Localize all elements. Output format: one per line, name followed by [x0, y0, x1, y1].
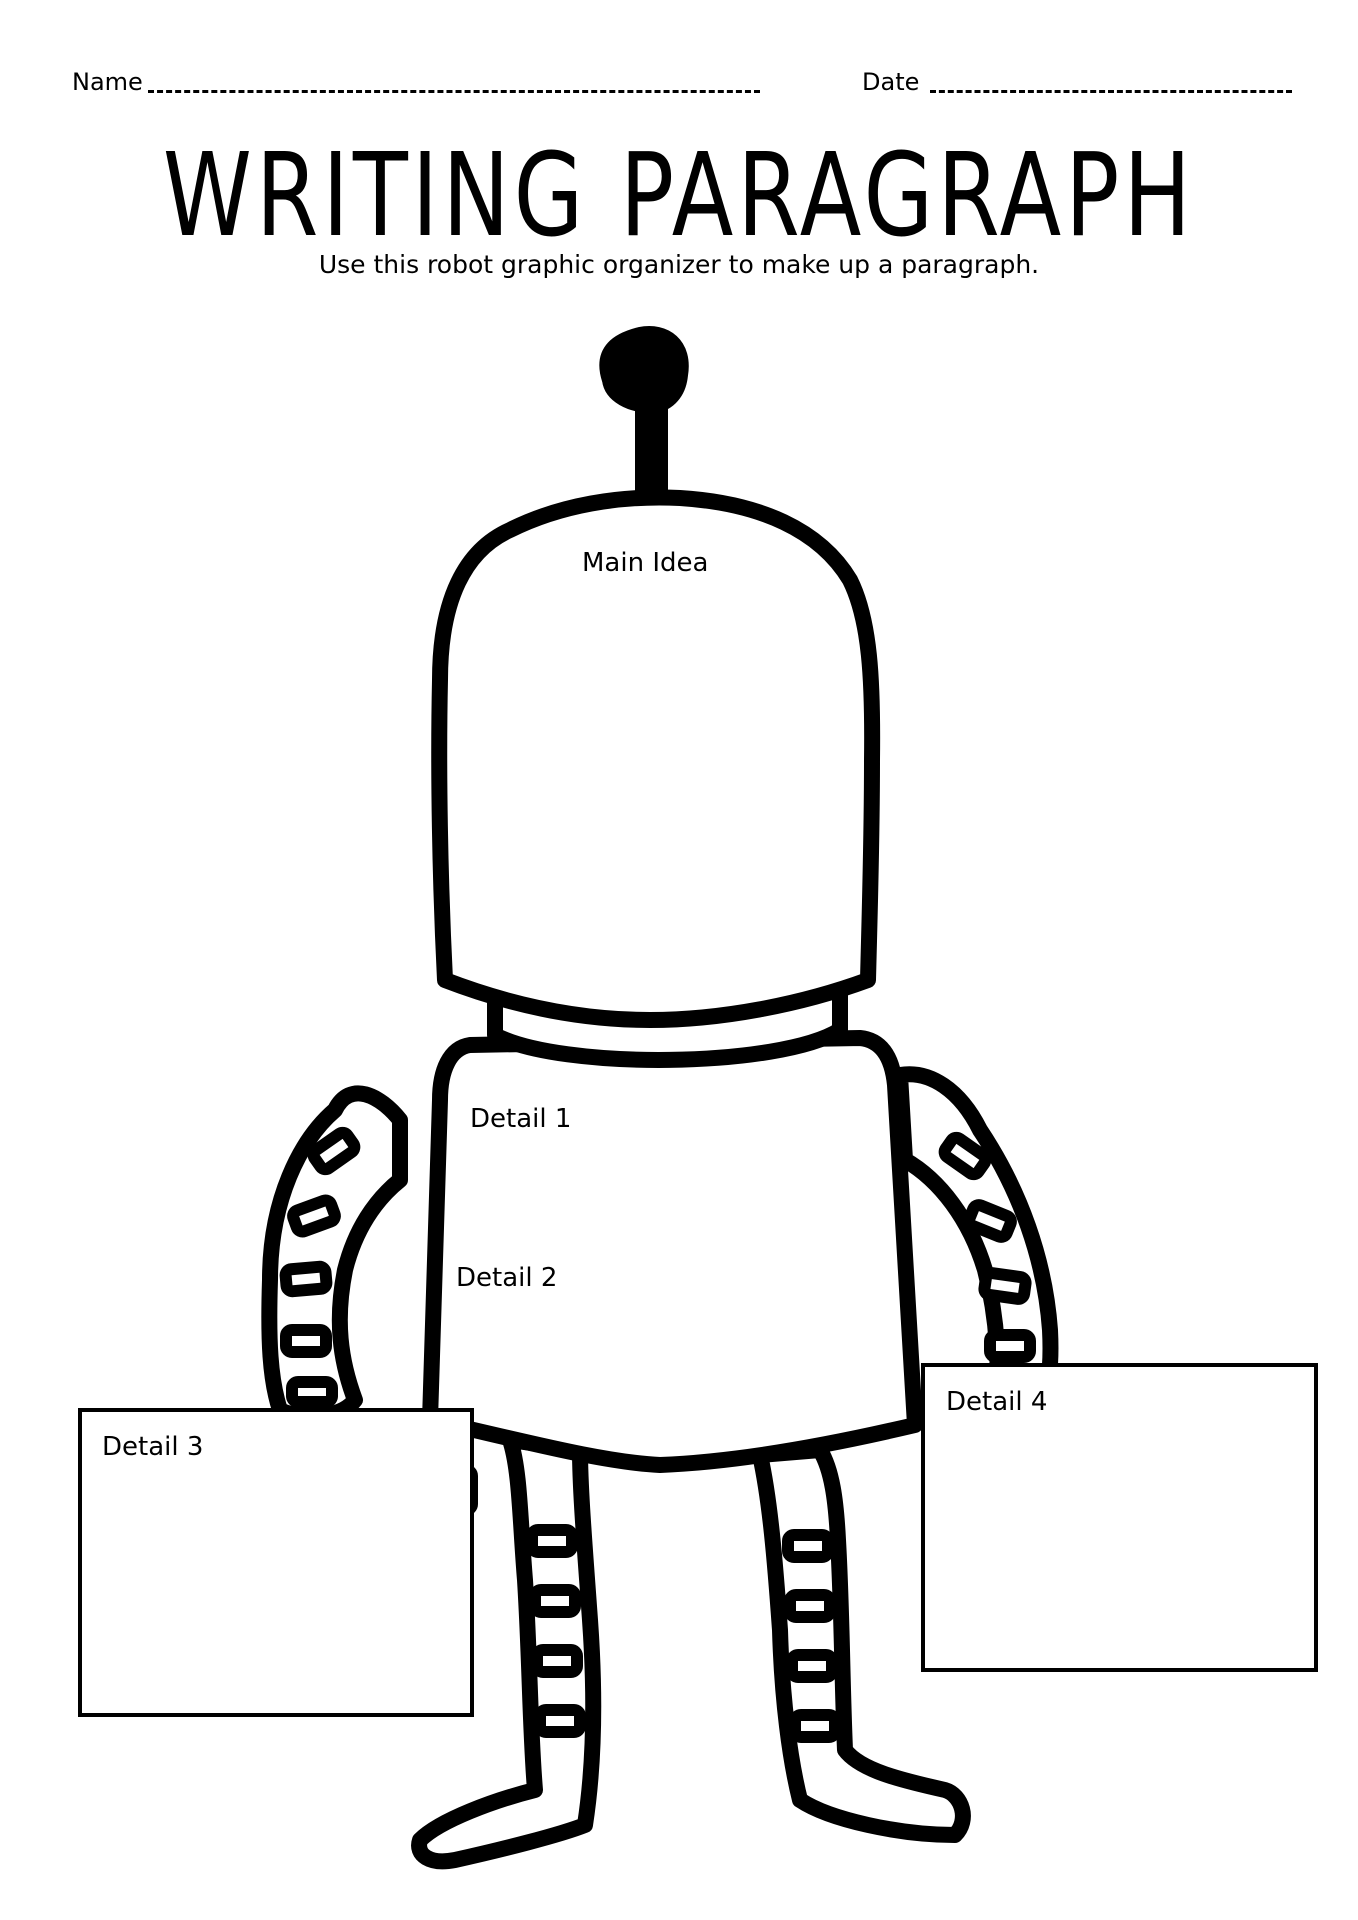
name-label: Name — [72, 68, 143, 96]
detail-4-label: Detail 4 — [946, 1387, 1048, 1417]
antenna-bulb — [599, 326, 689, 413]
date-field[interactable] — [930, 90, 1292, 93]
robot-head — [431, 489, 881, 1028]
detail-2-label: Detail 2 — [456, 1263, 558, 1293]
detail-4-box — [921, 1363, 1318, 1672]
detail-3-box — [78, 1408, 474, 1717]
date-label: Date — [862, 68, 920, 96]
detail-1-label: Detail 1 — [470, 1104, 572, 1134]
robot-body — [422, 1030, 923, 1473]
page-subtitle: Use this robot graphic organizer to make… — [318, 250, 1040, 279]
name-field[interactable] — [148, 90, 760, 93]
detail-3-label: Detail 3 — [102, 1432, 204, 1462]
robot-antenna — [635, 392, 668, 513]
page-title: WRITING PARAGRAPH — [162, 128, 1196, 263]
main-idea-label: Main Idea — [582, 548, 709, 578]
